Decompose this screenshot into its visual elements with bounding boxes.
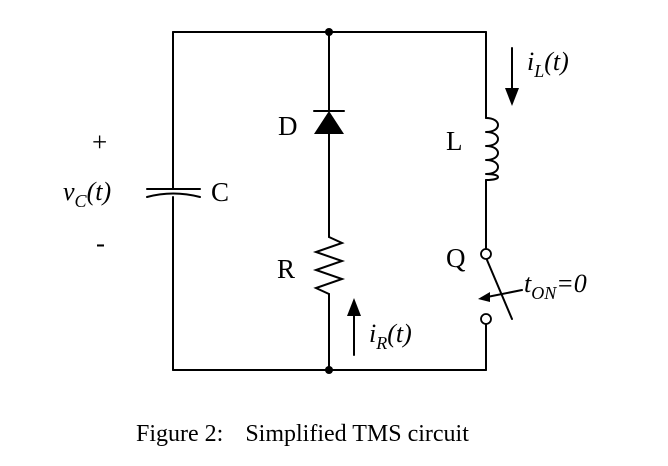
capacitor-label: C [211, 177, 229, 207]
plus-sign: + [92, 127, 107, 157]
il-symbol: i [527, 47, 534, 76]
switch-terminal-top [480, 248, 492, 260]
voltage-symbol: v [63, 177, 75, 206]
ir-argument: (t) [387, 319, 412, 348]
diode-label: D [278, 111, 298, 141]
figure-title: Simplified TMS circuit [245, 421, 469, 447]
bottom-junction-dot [325, 366, 333, 374]
switch-blade [486, 259, 513, 320]
switch-terminal-bottom [480, 313, 492, 325]
ir-subscript: R [375, 333, 387, 353]
il-subscript: L [533, 61, 544, 81]
ir-symbol: i [369, 319, 376, 348]
switch-time-label: tON=0 [524, 269, 587, 303]
inductor-coil [485, 117, 499, 181]
ton-subscript: ON [531, 283, 557, 303]
resistor-label: R [277, 254, 295, 284]
inductor-current-label: iL(t) [527, 47, 569, 81]
switch-label: Q [446, 243, 466, 273]
top-junction-dot [325, 28, 333, 36]
figure-caption: Figure 2: Simplified TMS circuit [136, 421, 469, 447]
inductor-label: L [446, 126, 463, 156]
ir-arrowhead [347, 298, 361, 316]
voltage-argument: (t) [87, 177, 112, 206]
switch-arrowhead [478, 292, 490, 302]
resistor-zigzag [312, 236, 346, 295]
resistor-current-label: iR(t) [369, 319, 412, 353]
capacitor-plate-bottom [146, 192, 201, 198]
ton-symbol: t [524, 269, 532, 298]
il-argument: (t) [544, 47, 569, 76]
voltage-label: vC(t) [63, 177, 111, 211]
voltage-subscript: C [75, 191, 88, 211]
il-arrowhead [505, 88, 519, 106]
minus-sign: - [96, 228, 105, 258]
diode-triangle [314, 111, 344, 134]
ton-value: =0 [556, 269, 587, 298]
figure-number: Figure 2: [136, 421, 223, 447]
